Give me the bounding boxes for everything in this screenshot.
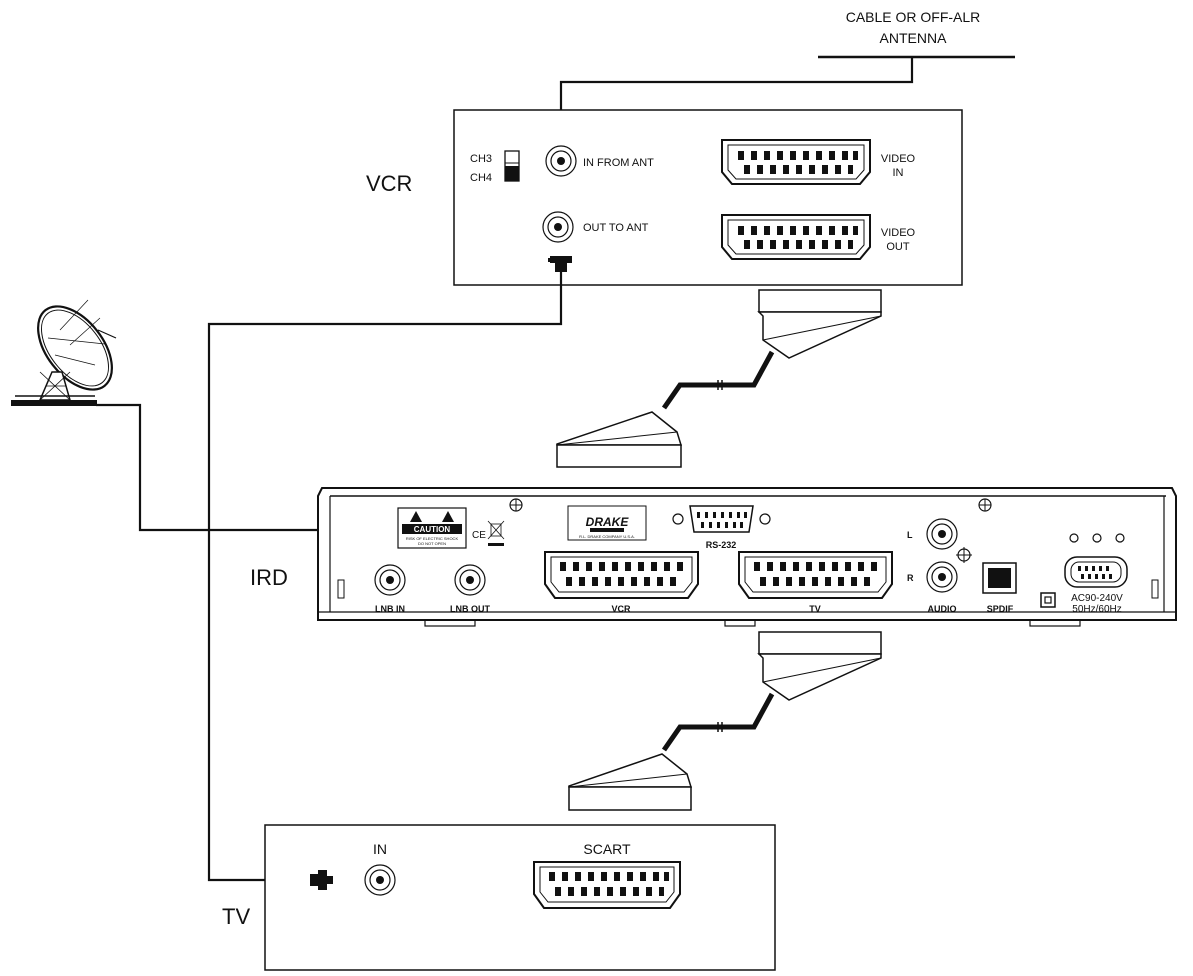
vcr-video-out-label-2: OUT <box>886 241 910 253</box>
caution-label: CAUTION RISK OF ELECTRIC SHOCK DO NOT OP… <box>397 507 467 549</box>
ground-symbol-icon <box>956 547 972 563</box>
lnb-in-jack-icon[interactable] <box>374 564 406 596</box>
ird-scart-tv-icon[interactable] <box>738 551 893 599</box>
tv-panel <box>264 824 776 971</box>
weee-bin-icon <box>487 520 505 546</box>
brand-sub: R.L. DRAKE COMPANY U.S.A. <box>579 534 635 539</box>
vcr-video-in-label-1: VIDEO <box>881 153 916 165</box>
ird-vcr-label: VCR <box>611 604 631 614</box>
vcr-unit: VCR CH3 CH4 IN FROM ANT OUT TO ANT <box>366 109 963 286</box>
vcr-ch3-label: CH3 <box>470 153 492 165</box>
spdif-port-icon[interactable] <box>982 562 1017 594</box>
vcr-video-in-label-2: IN <box>893 167 904 179</box>
ird-unit: IRD CAUTION RISK OF ELECTRIC SHOCK DO NO… <box>250 487 1177 627</box>
vcr-scart-video-in-icon[interactable] <box>721 139 871 185</box>
power-socket-icon[interactable] <box>1064 556 1128 588</box>
tv-coax-plug-icon <box>310 870 333 890</box>
caution-sub1: RISK OF ELECTRIC SHOCK <box>406 536 459 541</box>
screw-icon <box>978 498 992 512</box>
tv-in-label: IN <box>373 841 387 857</box>
antenna-label-line2: ANTENNA <box>880 30 948 46</box>
caution-text: CAUTION <box>414 525 451 534</box>
tv-scart-label: SCART <box>583 841 631 857</box>
satellite-dish-icon <box>11 299 117 406</box>
vcr-out-to-ant-label: OUT TO ANT <box>583 222 649 234</box>
ird-tv-label: TV <box>809 604 821 614</box>
ird-title: IRD <box>250 565 288 590</box>
brand-name: DRAKE <box>586 515 630 529</box>
lnb-out-jack-icon[interactable] <box>454 564 486 596</box>
vcr-scart-video-out-icon[interactable] <box>721 214 871 260</box>
tv-scart-icon[interactable] <box>533 861 681 909</box>
antenna-label-line1: CABLE OR OFF-ALR <box>846 9 981 25</box>
screw-icon <box>509 498 523 512</box>
audio-left-jack-icon[interactable] <box>926 518 958 550</box>
double-insulation-icon <box>1040 592 1056 608</box>
ird-scart-vcr-icon[interactable] <box>544 551 699 599</box>
ce-mark: CE <box>472 530 486 541</box>
tv-in-jack-icon[interactable] <box>364 864 396 896</box>
indicator-dots <box>1069 533 1125 543</box>
rs232-label: RS-232 <box>706 540 737 550</box>
audio-right-jack-icon[interactable] <box>926 561 958 593</box>
rs232-port-icon[interactable] <box>672 505 771 533</box>
scart-cable-ird-to-tv <box>568 631 882 811</box>
lnb-out-label: LNB OUT <box>450 604 490 614</box>
spdif-label: SPDIF <box>987 604 1014 614</box>
vcr-video-out-label-1: VIDEO <box>881 227 916 239</box>
vcr-ch4-label: CH4 <box>470 172 492 184</box>
vcr-out-to-ant-jack-icon[interactable] <box>542 211 574 243</box>
power-rating-2: 50Hz/60Hz <box>1072 604 1121 615</box>
vcr-out-coax-plug-icon <box>548 256 572 272</box>
antenna: CABLE OR OFF-ALR ANTENNA <box>548 9 1015 124</box>
caution-sub2: DO NOT OPEN <box>418 541 446 546</box>
vcr-title: VCR <box>366 171 412 196</box>
audio-r-label: R <box>907 573 914 583</box>
tv-unit: TV IN SCART <box>222 824 776 971</box>
lnb-cable-dish-to-ird <box>96 403 318 532</box>
antenna-cable <box>559 57 914 112</box>
scart-cable-vcr-to-ird <box>556 289 882 468</box>
lnb-in-label: LNB IN <box>375 604 405 614</box>
brand-plate: DRAKE R.L. DRAKE COMPANY U.S.A. <box>567 505 647 541</box>
audio-l-label: L <box>907 530 913 540</box>
channel-switch[interactable] <box>504 150 520 182</box>
tv-title: TV <box>222 904 250 929</box>
audio-label: AUDIO <box>928 604 957 614</box>
vcr-panel <box>453 109 963 286</box>
power-rating-1: AC90-240V <box>1071 593 1123 604</box>
vcr-in-from-ant-label: IN FROM ANT <box>583 157 654 169</box>
rf-cable-vcr-to-tv <box>207 272 563 882</box>
vcr-in-from-ant-jack-icon[interactable] <box>545 145 577 177</box>
